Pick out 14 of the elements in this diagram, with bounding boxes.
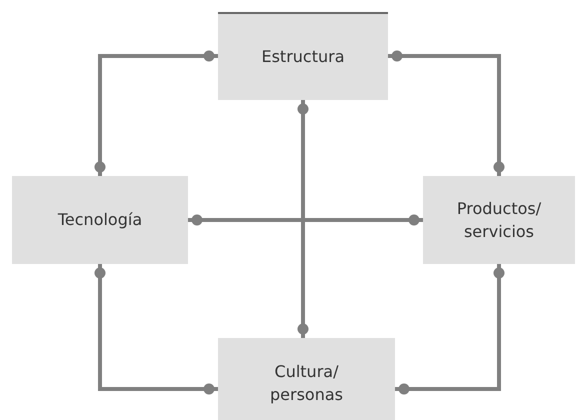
connector-line — [188, 214, 423, 226]
process-box — [12, 176, 188, 264]
box-label: Estructura — [261, 46, 345, 68]
connector-line — [298, 100, 308, 338]
box-label: Productos/ servicios — [456, 198, 542, 243]
process-box — [423, 176, 575, 264]
process-box — [218, 338, 395, 420]
box-label: Tecnología — [58, 209, 142, 232]
connector-line — [388, 50, 504, 176]
connector-line — [395, 264, 504, 394]
process-box — [218, 12, 388, 100]
connector-line — [94, 50, 218, 176]
box-label: Cultura/ personas — [269, 360, 344, 406]
connector-line — [94, 264, 218, 394]
